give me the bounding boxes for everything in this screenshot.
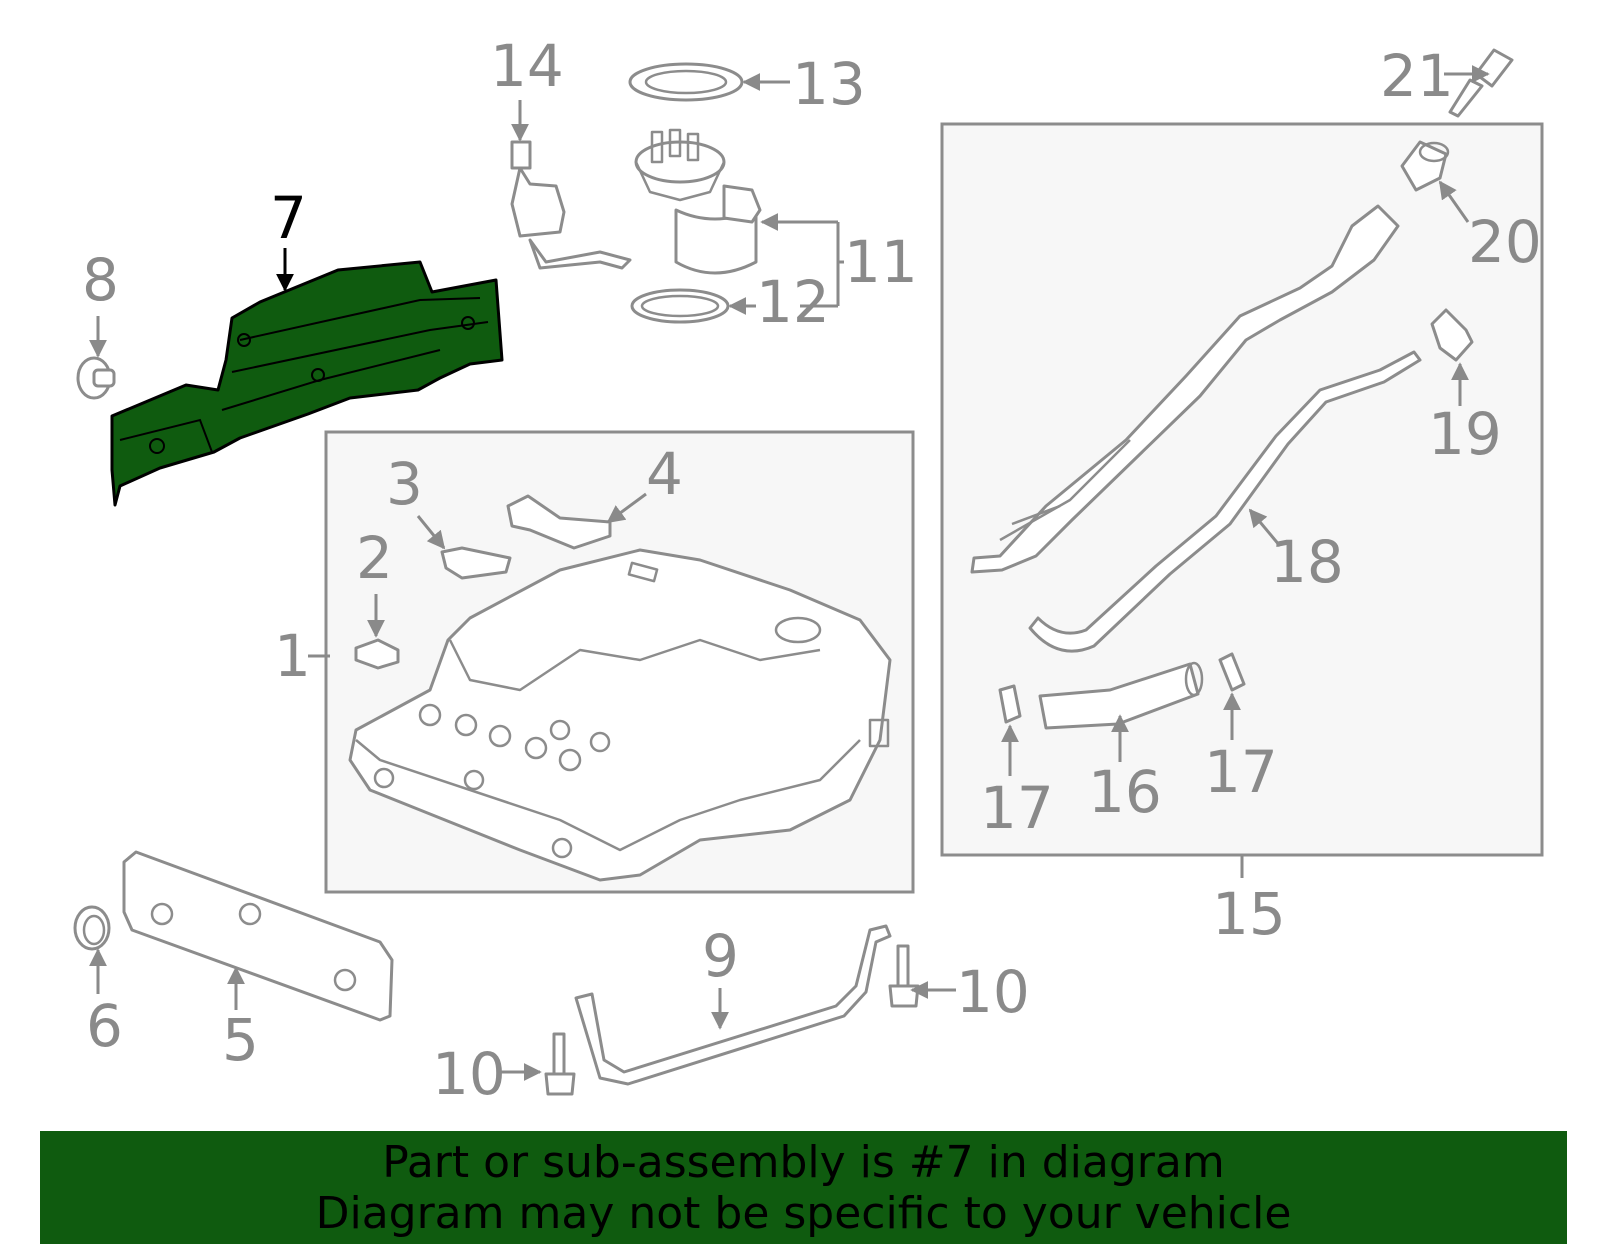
leader-line-3: [416, 515, 446, 550]
callout-18[interactable]: 18: [1270, 528, 1344, 596]
fuel-level-sender-part-14[interactable]: [510, 140, 632, 270]
shield-plate-part-5[interactable]: [122, 850, 394, 1022]
clip-part-19[interactable]: [1430, 308, 1474, 362]
banner-line-1: Part or sub-assembly is #7 in diagram: [382, 1137, 1225, 1188]
grommet-part-6[interactable]: [73, 905, 111, 951]
hose-part-16[interactable]: [1038, 661, 1204, 730]
callout-10a[interactable]: 10: [956, 958, 1030, 1026]
tank-pad-part-3[interactable]: [440, 546, 512, 580]
tank-strap-part-9[interactable]: [574, 924, 892, 1086]
tank-bracket-part-4[interactable]: [506, 494, 612, 550]
tank-pad-part-2[interactable]: [354, 638, 400, 670]
leader-line-11: [764, 220, 844, 308]
filler-pipe[interactable]: [970, 204, 1400, 574]
clamp-part-17-left[interactable]: [998, 684, 1022, 724]
banner-line-2: Diagram may not be specific to your vehi…: [315, 1188, 1292, 1239]
heat-shield-part-7[interactable]: [110, 260, 504, 507]
callout-2[interactable]: 2: [356, 524, 393, 592]
callout-14[interactable]: 14: [490, 32, 564, 100]
callout-10b[interactable]: 10: [432, 1040, 506, 1108]
bolt-part-10-right[interactable]: [888, 944, 920, 1008]
bolt-part-21[interactable]: [1448, 48, 1514, 118]
callout-8[interactable]: 8: [82, 246, 119, 314]
callout-16[interactable]: 16: [1088, 758, 1162, 826]
callout-17a[interactable]: 17: [980, 774, 1054, 842]
callout-21[interactable]: 21: [1380, 42, 1454, 110]
fuel-cap-part-20[interactable]: [1400, 140, 1450, 192]
fuel-pump-module-part-11[interactable]: [634, 128, 762, 275]
leader-line-4: [606, 492, 647, 524]
vent-tube-part-18[interactable]: [1028, 350, 1422, 653]
fuel-tank-part-1[interactable]: [348, 548, 892, 882]
callout-6[interactable]: 6: [86, 992, 123, 1060]
lock-ring-part-13[interactable]: [628, 62, 744, 102]
callout-19[interactable]: 19: [1428, 400, 1502, 468]
push-pin-part-8[interactable]: [76, 356, 116, 400]
bolt-part-10-left[interactable]: [544, 1032, 576, 1096]
leader-line-20: [1438, 180, 1470, 223]
callout-12[interactable]: 12: [756, 268, 830, 336]
callout-4[interactable]: 4: [646, 440, 683, 508]
callout-3[interactable]: 3: [386, 450, 423, 518]
callout-15[interactable]: 15: [1212, 880, 1286, 948]
callout-11[interactable]: 11: [844, 228, 918, 296]
callout-1[interactable]: 1: [274, 622, 311, 690]
leader-line-18: [1248, 508, 1282, 547]
callout-17b[interactable]: 17: [1204, 738, 1278, 806]
seal-part-12[interactable]: [630, 288, 730, 324]
callout-5[interactable]: 5: [222, 1006, 259, 1074]
clamp-part-17-right[interactable]: [1218, 652, 1246, 692]
callout-13[interactable]: 13: [792, 50, 866, 118]
info-banner: Part or sub-assembly is #7 in diagram Di…: [40, 1131, 1567, 1244]
callout-20[interactable]: 20: [1468, 208, 1542, 276]
callout-9[interactable]: 9: [702, 922, 739, 990]
callout-7[interactable]: 7: [270, 184, 307, 252]
